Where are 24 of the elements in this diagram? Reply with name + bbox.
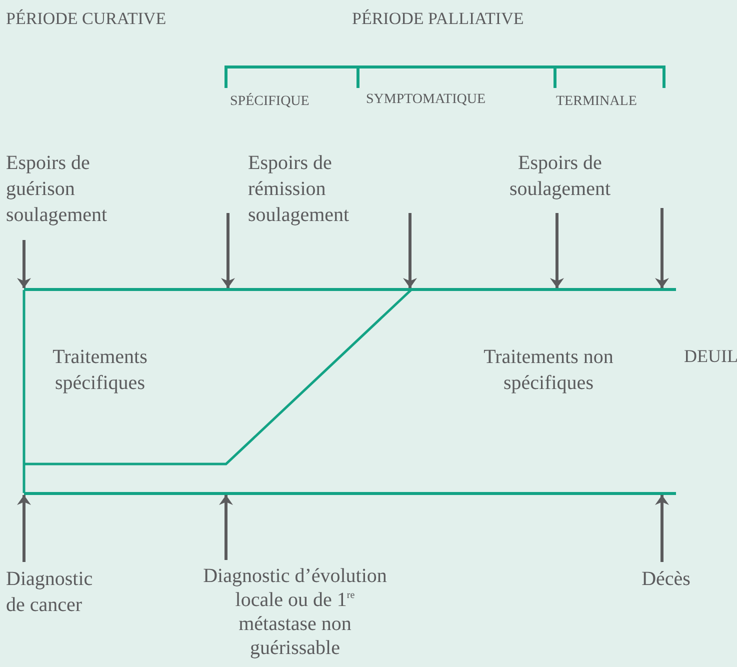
arrow	[550, 213, 564, 288]
event-label: Diagnostic d’évolution locale ou de 1$^{re}$ métastase non guérissable	[195, 564, 395, 660]
arrow	[17, 495, 31, 562]
period-label: PÉRIODE PALLIATIVE	[352, 8, 524, 29]
event-label: Diagnostic de cancer	[6, 566, 116, 618]
period-label: PÉRIODE CURATIVE	[6, 8, 166, 29]
period-label: Traitements non spécifiques	[482, 345, 614, 396]
period-label: SPÉCIFIQUE	[230, 93, 310, 111]
event-label: Espoirs de guérison soulagement	[6, 150, 146, 228]
period-label: SYMPTOMATIQUE	[366, 91, 486, 109]
period-label: Traitements spécifiques	[52, 345, 148, 396]
period-label: DEUIL	[684, 345, 737, 368]
period-label: TERMINALE	[556, 93, 637, 111]
arrow	[219, 495, 233, 560]
event-label: Espoirs de rémission soulagement	[248, 150, 388, 228]
event-label: Décès	[626, 566, 706, 592]
arrow	[655, 495, 669, 562]
arrow	[655, 208, 669, 288]
timeline-line	[24, 288, 676, 291]
arrow	[221, 213, 235, 288]
event-label: Espoirs de soulagement	[480, 150, 640, 202]
arrow	[17, 240, 31, 288]
timeline-line	[24, 492, 676, 495]
arrow	[403, 213, 417, 288]
